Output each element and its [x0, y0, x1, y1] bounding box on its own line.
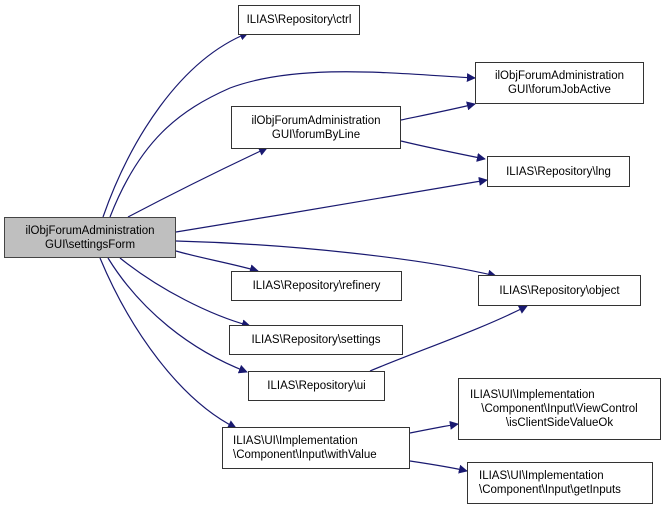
edge-settingsForm-to-settings — [119, 257, 251, 329]
node-label-line: ILIAS\UI\Implementation — [479, 470, 604, 482]
edge-settingsForm-to-withValue — [99, 257, 237, 429]
edge-withValue-to-getInputs — [409, 460, 468, 474]
node-label-line: ILIAS\Repository\settings — [251, 334, 381, 346]
node-label-line: ILIAS\UI\Implementation — [470, 389, 595, 401]
node-label-line: \Component\Input\withValue — [233, 449, 377, 461]
node-ctrl[interactable]: ILIAS\Repository\ctrl — [238, 5, 360, 35]
node-getInputs[interactable]: ILIAS\UI\Implementation \Component\Input… — [467, 462, 653, 504]
node-label-line: ILIAS\Repository\ui — [267, 380, 366, 392]
node-withValue[interactable]: ILIAS\UI\Implementation \Component\Input… — [222, 427, 410, 469]
edge-settingsForm-to-lng — [175, 176, 488, 233]
edge-settingsForm-to-ctrl — [102, 31, 249, 218]
node-label-line: ILIAS\Repository\lng — [506, 165, 611, 178]
node-label-line: ilObjForumAdministration — [25, 224, 155, 237]
node-label-line: ILIAS\UI\Implementation — [233, 435, 358, 447]
node-settingsForm: ilObjForumAdministration GUI\settingsFor… — [4, 217, 176, 258]
node-label-line: ILIAS\Repository\ctrl — [246, 14, 352, 26]
node-forumByLine[interactable]: ilObjForumAdministration GUI\forumByLine — [231, 106, 401, 149]
node-lng[interactable]: ILIAS\Repository\lng — [487, 156, 630, 187]
edge-ui-to-object — [369, 305, 528, 372]
edge-withValue-to-isClientSideValueOk — [409, 420, 459, 434]
node-label-line: GUI\forumJobActive — [508, 84, 611, 96]
edge-settingsForm-to-forumByLine — [127, 147, 268, 218]
node-label-line: \Component\Input\getInputs — [479, 484, 621, 496]
node-label-line: ilObjForumAdministration — [494, 70, 625, 82]
edge-settingsForm-to-ui — [107, 257, 248, 374]
node-settings[interactable]: ILIAS\Repository\settings — [229, 325, 403, 355]
edge-settingsForm-to-refinery — [175, 250, 259, 274]
node-label-line: \isClientSideValueOk — [505, 417, 614, 429]
edge-forumByLine-to-lng — [400, 140, 486, 162]
node-ui[interactable]: ILIAS\Repository\ui — [248, 371, 385, 401]
edge-forumByLine-to-forumJobActive — [400, 101, 476, 121]
edge-settingsForm-to-forumJobActive — [109, 71, 476, 218]
node-refinery[interactable]: ILIAS\Repository\refinery — [231, 271, 402, 301]
node-label-line: ILIAS\Repository\object — [499, 284, 620, 297]
node-label-line: GUI\forumByLine — [271, 128, 361, 141]
node-forumJobActive[interactable]: ilObjForumAdministration GUI\forumJobAct… — [475, 62, 644, 104]
node-object[interactable]: ILIAS\Repository\object — [478, 275, 641, 306]
node-label-line: \Component\Input\ViewControl — [481, 403, 638, 415]
node-isClientSideValueOk[interactable]: ILIAS\UI\Implementation \Component\Input… — [458, 378, 661, 440]
edge-settingsForm-to-object — [175, 240, 497, 279]
node-label-line: ILIAS\Repository\refinery — [252, 280, 381, 292]
node-label-line: GUI\settingsForm — [44, 238, 136, 251]
node-label-line: ilObjForumAdministration — [251, 114, 381, 127]
